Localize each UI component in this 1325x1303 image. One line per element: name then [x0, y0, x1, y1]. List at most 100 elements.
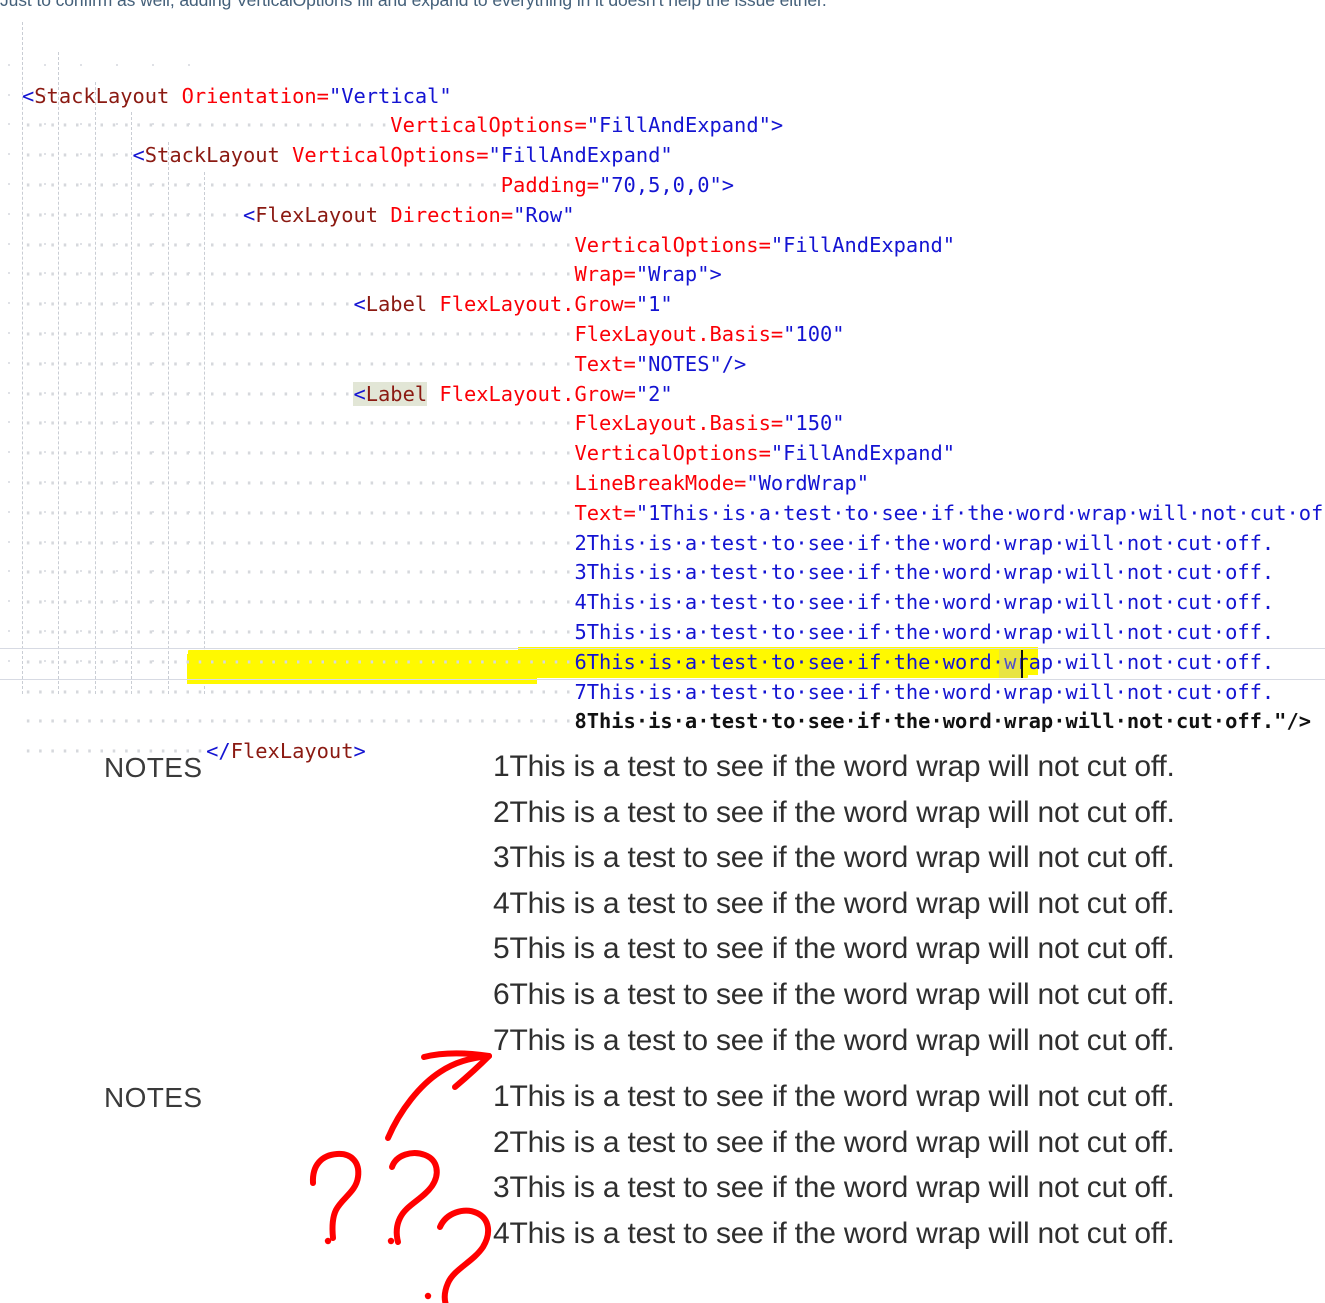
code-token-attr: FlexLayout.Grow [439, 381, 624, 406]
code-token-eq: = [623, 292, 636, 317]
code-line[interactable]: ···························<Label FlexLa… [0, 380, 1325, 410]
code-token-str: 6This·is·a·test·to·see·if·the·word·wrap·… [574, 649, 1275, 674]
code-line[interactable]: ········································… [0, 618, 1325, 648]
code-token-brk: /> [721, 351, 747, 376]
code-token-str: "1This·is·a·test·to·see·if·the·word·wrap… [635, 500, 1325, 525]
code-token-eq: = [623, 381, 636, 406]
code-token-ws [378, 203, 390, 227]
code-line-list[interactable]: <StackLayout Orientation="Vertical"·····… [0, 82, 1325, 767]
code-line[interactable]: ···························<Label FlexLa… [0, 290, 1325, 320]
code-token-brk: > [709, 262, 722, 287]
wrapped-text-line: 3This is a test to see if the word wrap … [493, 841, 1175, 875]
code-line[interactable]: ········································… [0, 409, 1325, 439]
wrapped-text-line: 4This is a test to see if the word wrap … [493, 1216, 1175, 1250]
code-token-str: "Vertical" [328, 83, 452, 108]
code-token-attr: VerticalOptions [390, 113, 575, 138]
code-line[interactable]: ········································… [0, 588, 1325, 618]
whitespace-dots: ········································… [22, 679, 575, 704]
wrapped-text-line: 4This is a test to see if the word wrap … [493, 886, 1175, 920]
whitespace-dots: ········································… [22, 262, 575, 287]
code-token-str: "70,5,0,0" [599, 172, 722, 197]
code-line[interactable]: ·······································P… [0, 171, 1325, 201]
code-line[interactable]: ········································… [0, 439, 1325, 469]
code-token-eq: = [500, 202, 514, 227]
code-token-attr: LineBreakMode [574, 470, 735, 495]
wrapped-text-line: 3This is a test to see if the word wrap … [493, 1171, 1175, 1205]
code-token-attr: FlexLayout.Basis [574, 411, 771, 436]
code-token-attr: Text [574, 351, 624, 376]
code-line[interactable]: ········································… [0, 260, 1325, 290]
current-line-rule-0 [0, 648, 1325, 649]
code-line[interactable]: ········································… [0, 529, 1325, 559]
whitespace-dots: ········································… [22, 530, 575, 555]
text-caret[interactable] [1021, 650, 1023, 678]
current-line-rule-1 [0, 679, 1325, 680]
code-token-attr: VerticalOptions [574, 441, 759, 466]
whitespace-dots: ······························ [22, 113, 391, 138]
code-line[interactable]: ··················<FlexLayout Direction=… [0, 201, 1325, 231]
intro-paragraph: Just to confirm as well, adding Vertical… [0, 0, 827, 10]
code-token-str: "1" [635, 292, 673, 317]
code-token-str: "FillAndExpand" [770, 232, 956, 257]
code-token-tag: FlexLayout [230, 739, 354, 764]
code-token-eq: = [770, 321, 784, 346]
code-token-str: "WordWrap" [746, 470, 870, 495]
whitespace-dots: ·················· [22, 202, 243, 227]
code-token-str: 2This·is·a·test·to·see·if·the·word·wrap·… [574, 530, 1275, 555]
whitespace-dots: ··························· [22, 292, 354, 317]
code-line[interactable]: <StackLayout Orientation="Vertical" [0, 82, 1325, 112]
whitespace-dots: ··························· [22, 381, 354, 406]
wrapped-text-column: 1This is a test to see if the word wrap … [493, 744, 1323, 1063]
whitespace-dots: ······································· [22, 172, 501, 197]
code-line[interactable]: ······························VerticalOp… [0, 111, 1325, 141]
code-token-attr: VerticalOptions [292, 143, 477, 168]
code-token-eq: = [476, 143, 489, 168]
code-token-brk: </ [206, 739, 231, 764]
code-token-str: 3This·is·a·test·to·see·if·the·word·wrap·… [574, 560, 1275, 585]
code-token-attr: Wrap [574, 262, 624, 287]
whitespace-dots: ········································… [22, 560, 575, 585]
code-line[interactable]: ········································… [0, 648, 1325, 678]
whitespace-dots: ········································… [22, 649, 575, 674]
code-token-eq: = [770, 411, 784, 436]
code-token-brk: < [22, 83, 35, 108]
code-line[interactable]: ········································… [0, 678, 1325, 708]
code-line[interactable]: ········································… [0, 707, 1325, 737]
code-line[interactable]: ········································… [0, 499, 1325, 529]
code-line[interactable]: ········································… [0, 558, 1325, 588]
code-line[interactable]: ········································… [0, 231, 1325, 261]
whitespace-dots: ········································… [22, 441, 575, 466]
code-line[interactable]: ···············</FlexLayout> [0, 737, 1325, 767]
notes-label: NOTES [104, 1082, 203, 1113]
code-token-str: 4This·is·a·test·to·see·if·the·word·wrap·… [574, 590, 1275, 615]
wrapped-text-line: 1This is a test to see if the word wrap … [493, 750, 1175, 783]
whitespace-dots: ········································… [22, 590, 575, 615]
code-token-ws [427, 292, 439, 316]
xaml-code-block[interactable]: <StackLayout Orientation="Vertical"·····… [0, 22, 1325, 764]
code-token-str: "FillAndExpand" [586, 113, 771, 138]
whitespace-dots: ········································… [22, 470, 575, 495]
wrapped-text-line: 5This is a test to see if the word wrap … [493, 932, 1175, 966]
code-token-eq: = [316, 83, 329, 108]
code-token-eq: = [734, 470, 747, 495]
code-token-eq: = [623, 351, 636, 376]
code-line[interactable]: ········································… [0, 350, 1325, 380]
code-token-str: "NOTES" [635, 351, 722, 376]
code-line[interactable]: ·········<StackLayout VerticalOptions="F… [0, 141, 1325, 171]
yellow-highlight-marker [187, 647, 1038, 684]
code-token-attr: Orientation [181, 83, 317, 108]
code-token-brk: > [770, 113, 784, 138]
code-line[interactable]: ········································… [0, 320, 1325, 350]
code-token-eq: = [623, 262, 636, 287]
whitespace-dots: ········································… [22, 232, 575, 257]
code-token-hltext: 8This·is·a·test·to·see·if·the·word·wrap·… [574, 709, 1312, 734]
code-token-attr: FlexLayout.Grow [439, 292, 624, 317]
code-line[interactable]: ········································… [0, 469, 1325, 499]
code-token-str: "2" [635, 381, 673, 406]
wrapped-text-line: 6This is a test to see if the word wrap … [493, 977, 1175, 1011]
whitespace-dots: ········································… [22, 500, 575, 525]
code-token-str: 5This·is·a·test·to·see·if·the·word·wrap·… [574, 619, 1275, 644]
code-token-attr: Direction [390, 202, 501, 227]
code-token-brk: < [132, 143, 145, 168]
code-token-eq: = [586, 172, 599, 197]
